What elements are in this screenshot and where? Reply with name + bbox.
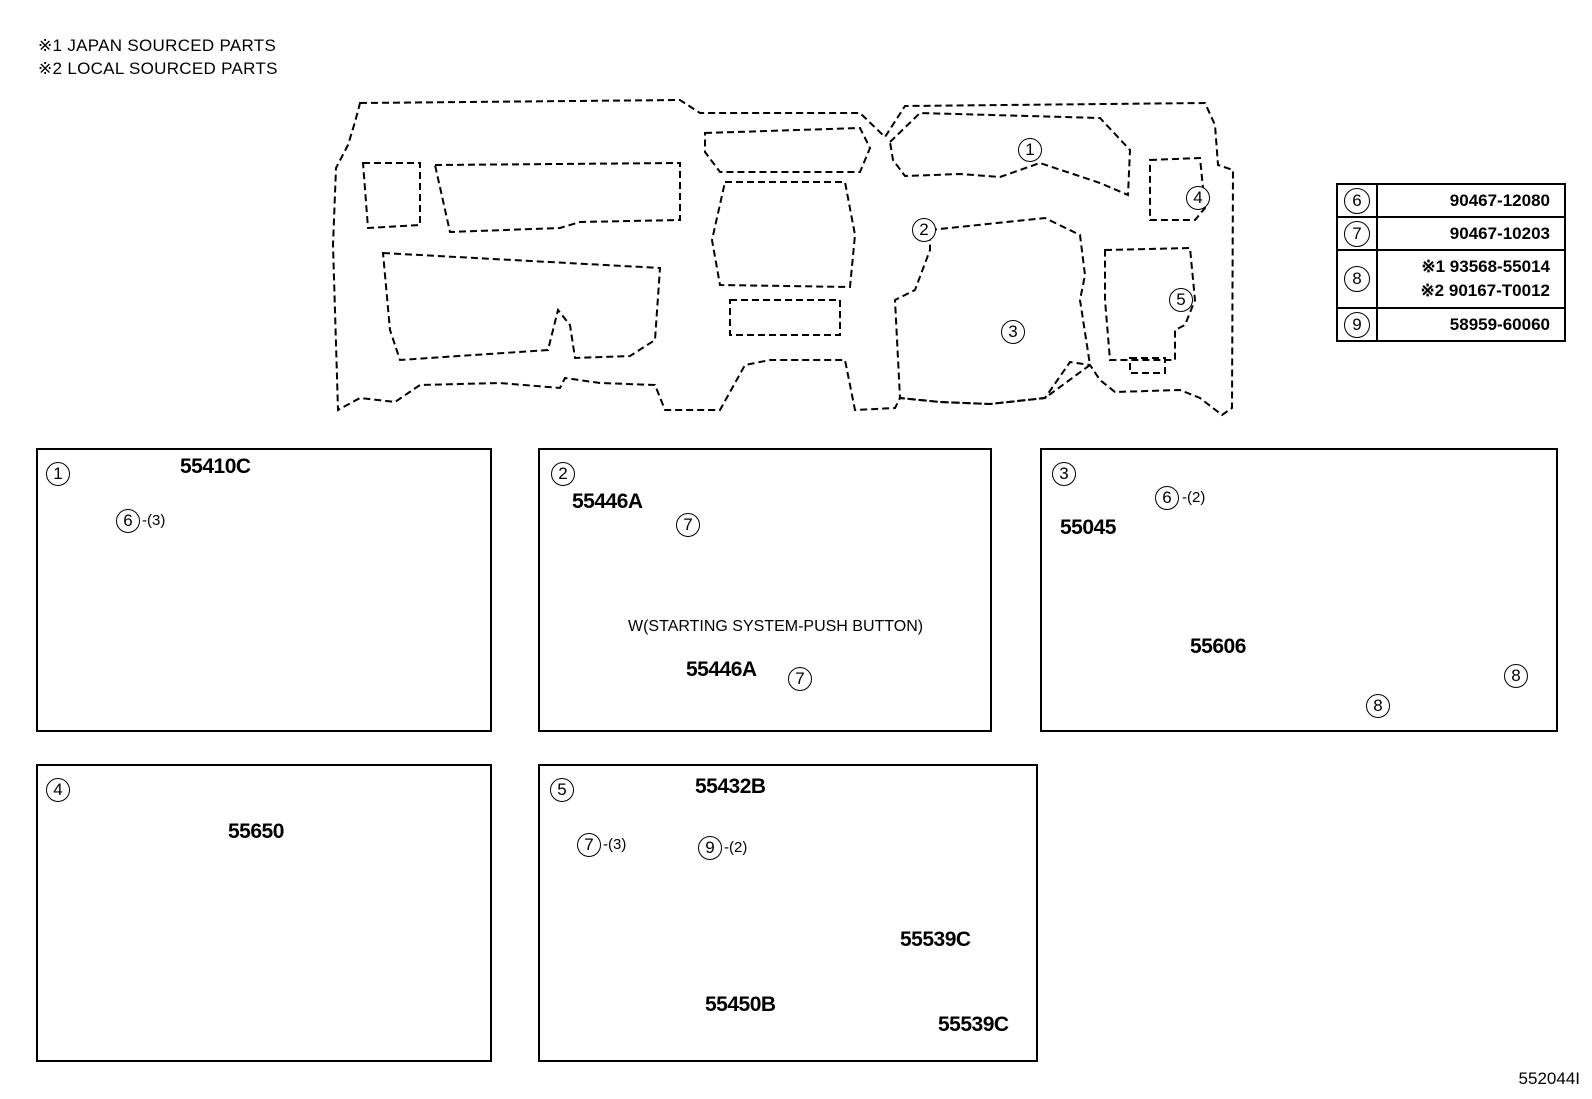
panel5-part-number-box: 55450B — [705, 993, 776, 1016]
parts-table-row: 7 90467-10203 — [1336, 216, 1566, 251]
panel3-ref-6: 6 — [1155, 486, 1179, 510]
panel1-part-number: 55410C — [180, 455, 251, 478]
panel-4 — [36, 764, 492, 1062]
table-part-number-japan: ※1 93568-55014 — [1421, 257, 1550, 276]
panel2-ref-7a: 7 — [676, 513, 700, 537]
table-part-number-local: ※2 90167-T0012 — [1420, 281, 1550, 300]
panel5-part-number-c2: 55539C — [938, 1013, 1009, 1036]
panel2-number: 2 — [551, 462, 575, 486]
panel3-qty-6: -(2) — [1182, 489, 1206, 506]
overview-label-5: 5 — [1169, 288, 1193, 312]
overview-label-1: 1 — [1018, 138, 1042, 162]
panel3-ref-8a: 8 — [1366, 694, 1390, 718]
table-part-number: 58959-60060 — [1376, 307, 1566, 342]
panel2-part-number-a: 55446A — [572, 490, 643, 513]
parts-table-row: 6 90467-12080 — [1336, 183, 1566, 218]
table-ref-6: 6 — [1344, 187, 1370, 214]
table-part-number: 90467-12080 — [1376, 183, 1566, 218]
note-local-sourced: ※2 LOCAL SOURCED PARTS — [38, 59, 278, 78]
panel-2 — [538, 448, 992, 732]
panel5-part-number: 55432B — [695, 775, 766, 798]
panel2-variant-label: W(STARTING SYSTEM-PUSH BUTTON) — [628, 618, 924, 635]
panel-3 — [1040, 448, 1558, 732]
panel5-ref-7: 7 — [577, 833, 601, 857]
table-part-number: 90467-10203 — [1376, 216, 1566, 251]
dashboard-outline — [331, 98, 1235, 417]
table-ref-8: 8 — [1344, 266, 1370, 292]
panel1-number: 1 — [46, 462, 70, 486]
panel2-ref-7b: 7 — [788, 667, 812, 691]
overview-label-4: 4 — [1186, 186, 1210, 210]
panel5-qty-9: -(2) — [724, 839, 748, 856]
panel-5 — [538, 764, 1038, 1062]
panel5-qty-7: -(3) — [603, 836, 627, 853]
table-ref-9: 9 — [1344, 311, 1370, 338]
panel1-ref-6: 6 — [116, 509, 140, 533]
panel2-part-number-b: 55446A — [686, 658, 757, 681]
panel4-part-number: 55650 — [228, 820, 284, 843]
panel1-qty: -(3) — [142, 512, 166, 529]
overview-label-3: 3 — [1001, 320, 1025, 344]
diagram-reference-number: 552044I — [1518, 1069, 1580, 1088]
overview-label-2: 2 — [912, 218, 936, 242]
table-ref-7: 7 — [1344, 220, 1370, 247]
panel5-part-number-c1: 55539C — [900, 928, 971, 951]
parts-table: 6 90467-12080 7 90467-10203 8 ※1 93568-5… — [1336, 183, 1566, 342]
note-japan-sourced: ※1 JAPAN SOURCED PARTS — [38, 36, 277, 55]
panel3-ref-8b: 8 — [1504, 664, 1528, 688]
panel3-part-number-a: 55045 — [1060, 516, 1116, 539]
panel-1 — [36, 448, 492, 732]
panel4-number: 4 — [46, 778, 70, 802]
panel5-number: 5 — [550, 778, 574, 802]
panel3-number: 3 — [1052, 462, 1076, 486]
panel5-ref-9: 9 — [698, 836, 722, 860]
parts-table-row: 8 ※1 93568-55014 ※2 90167-T0012 — [1336, 249, 1566, 309]
parts-table-row: 9 58959-60060 — [1336, 307, 1566, 342]
panel3-part-number-b: 55606 — [1190, 635, 1246, 658]
